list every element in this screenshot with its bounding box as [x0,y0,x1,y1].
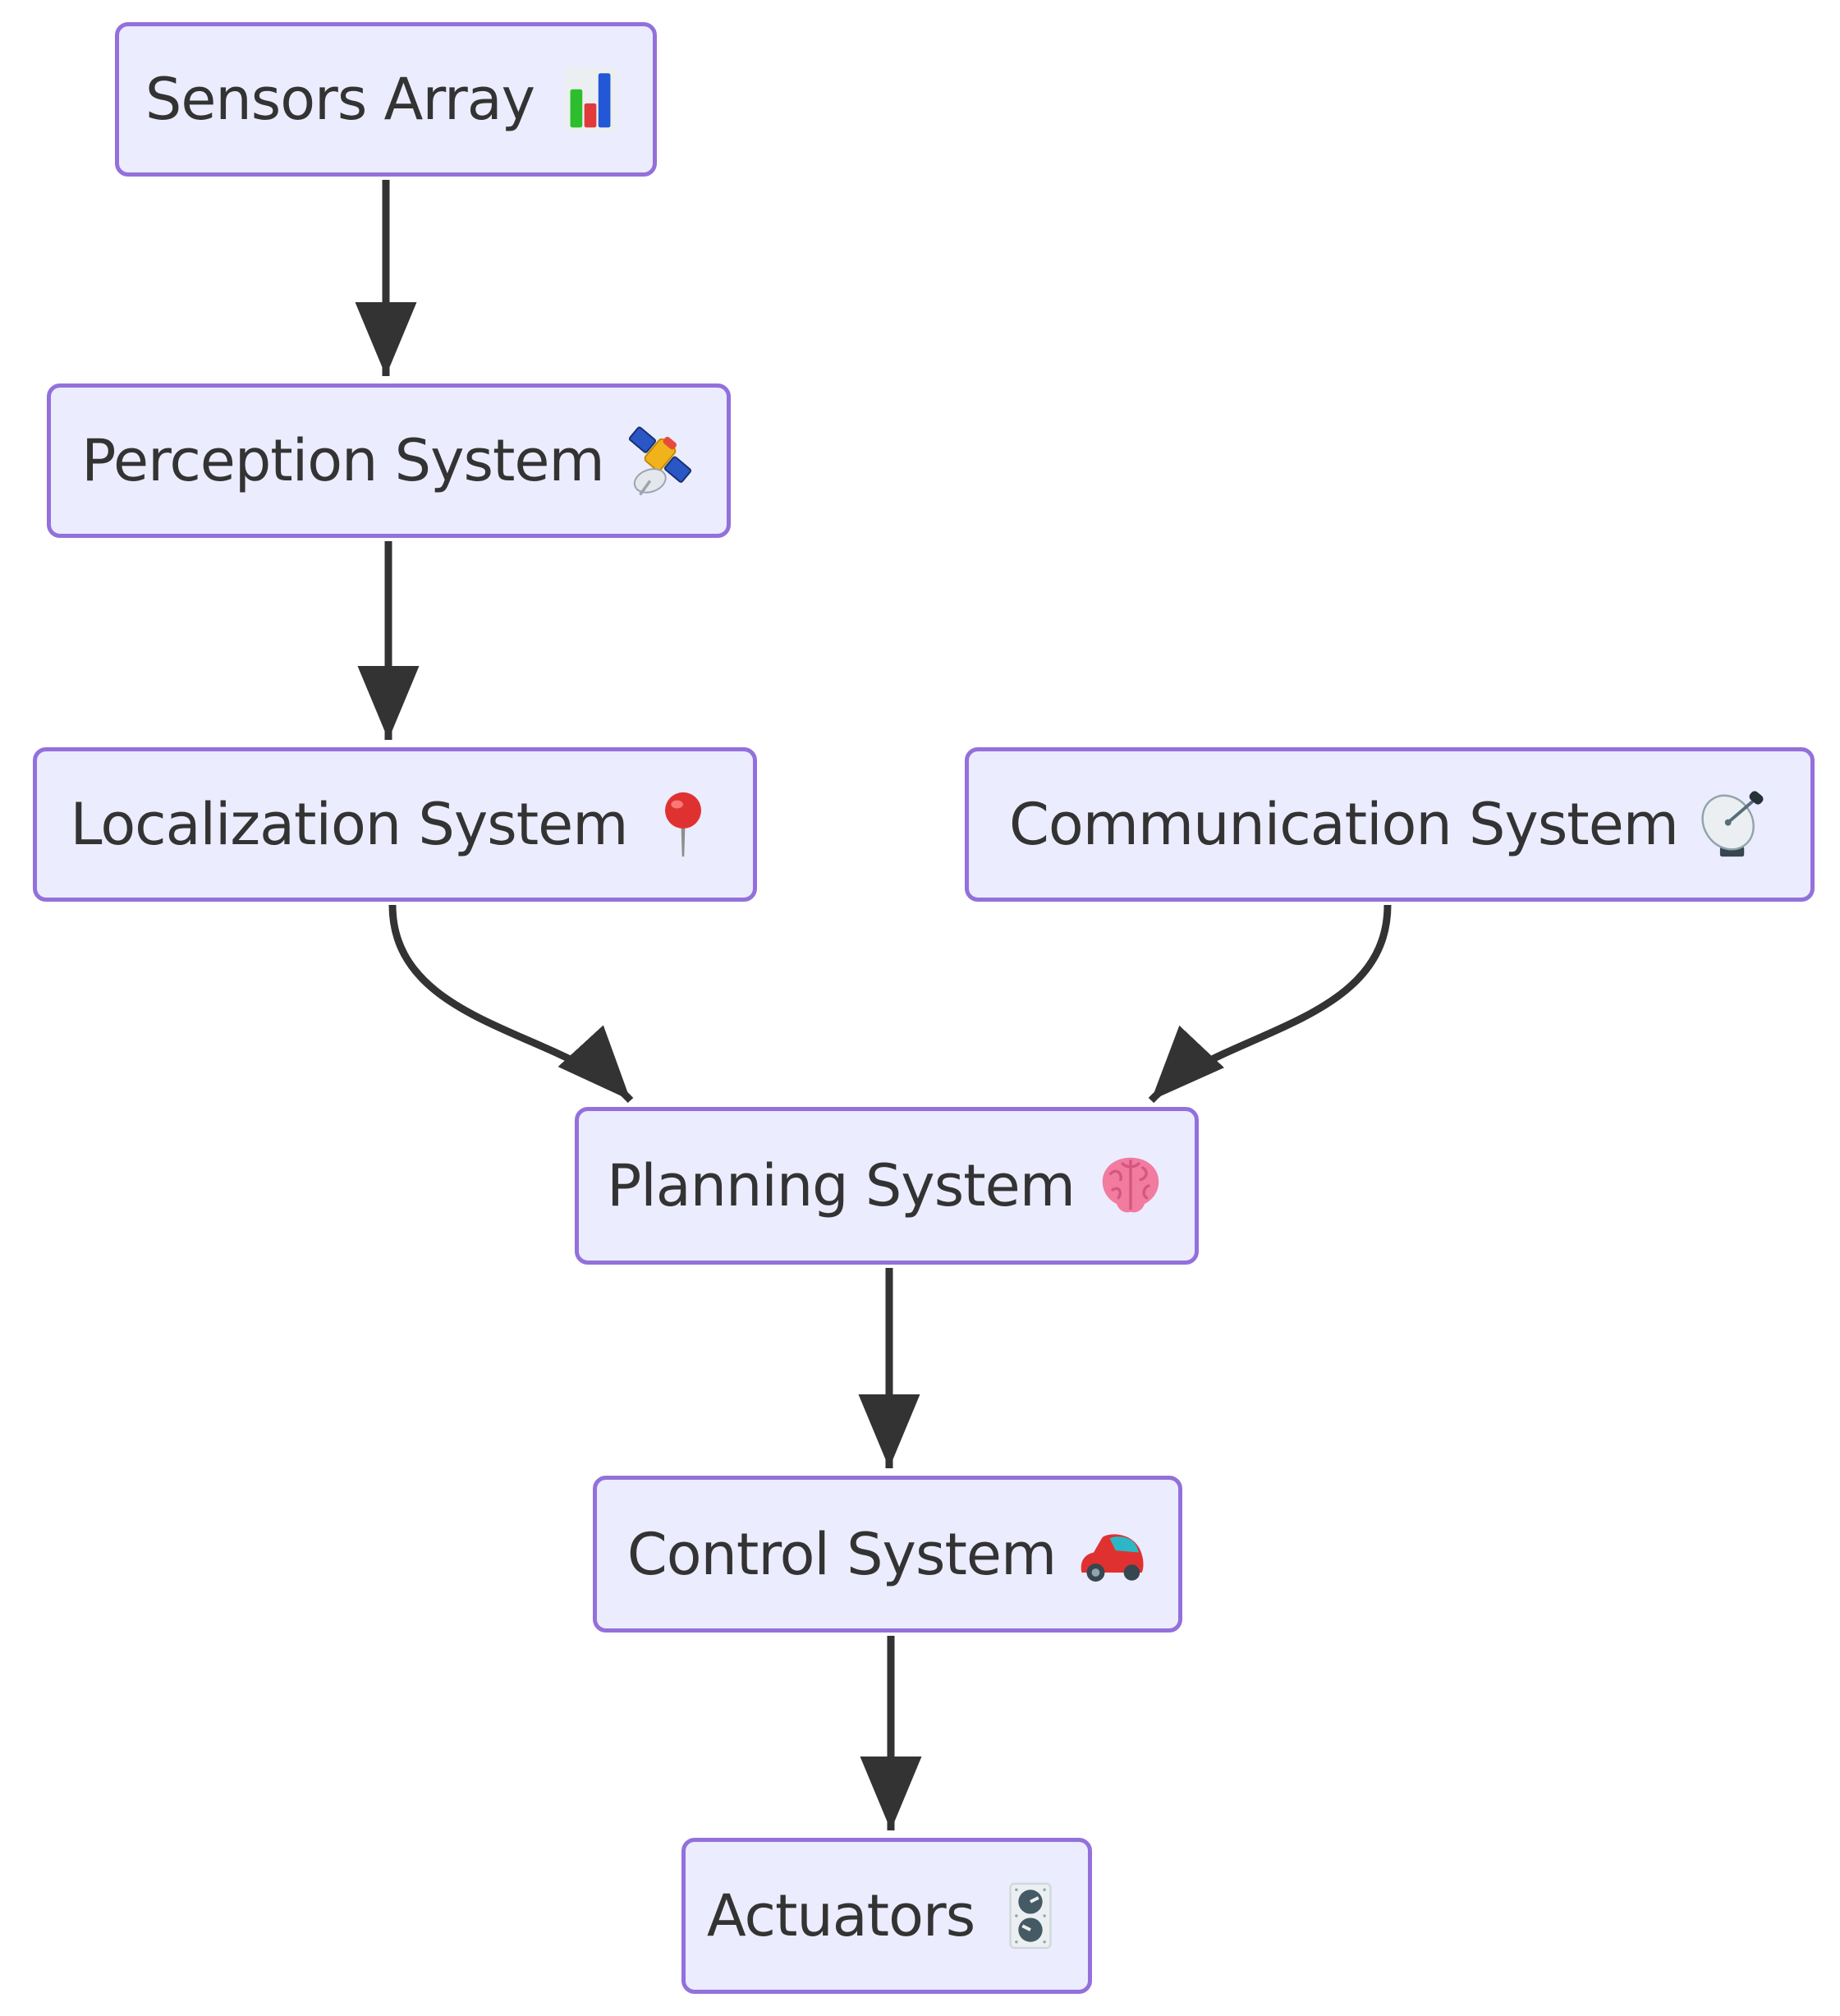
edge-localization-to-planning [388,904,634,1104]
node-label: Communication System [1008,791,1679,858]
node-communication-system: Communication System [965,747,1815,902]
round-pushpin-icon [647,788,719,861]
node-actuators: Actuators [681,1838,1092,1994]
node-perception-system: Perception System [47,383,731,538]
node-planning-system: Planning System [575,1107,1199,1265]
brain-icon [1094,1150,1167,1222]
node-localization-system: Localization System [33,747,757,902]
node-label: Control System [626,1520,1057,1588]
node-label: Perception System [81,427,604,494]
node-label: Planning System [607,1152,1076,1219]
node-label: Localization System [70,791,629,858]
node-sensors-array: Sensors Array [115,22,657,177]
satellite-icon [624,425,696,497]
node-label: Actuators [706,1882,975,1949]
node-label: Sensors Array [145,66,535,133]
bar-chart-icon [554,63,626,135]
control-knobs-icon [994,1880,1067,1952]
node-control-system: Control System [593,1476,1182,1633]
satellite-antenna-icon [1698,788,1770,861]
car-icon [1076,1518,1148,1591]
edge-communication-to-planning [1148,904,1392,1104]
